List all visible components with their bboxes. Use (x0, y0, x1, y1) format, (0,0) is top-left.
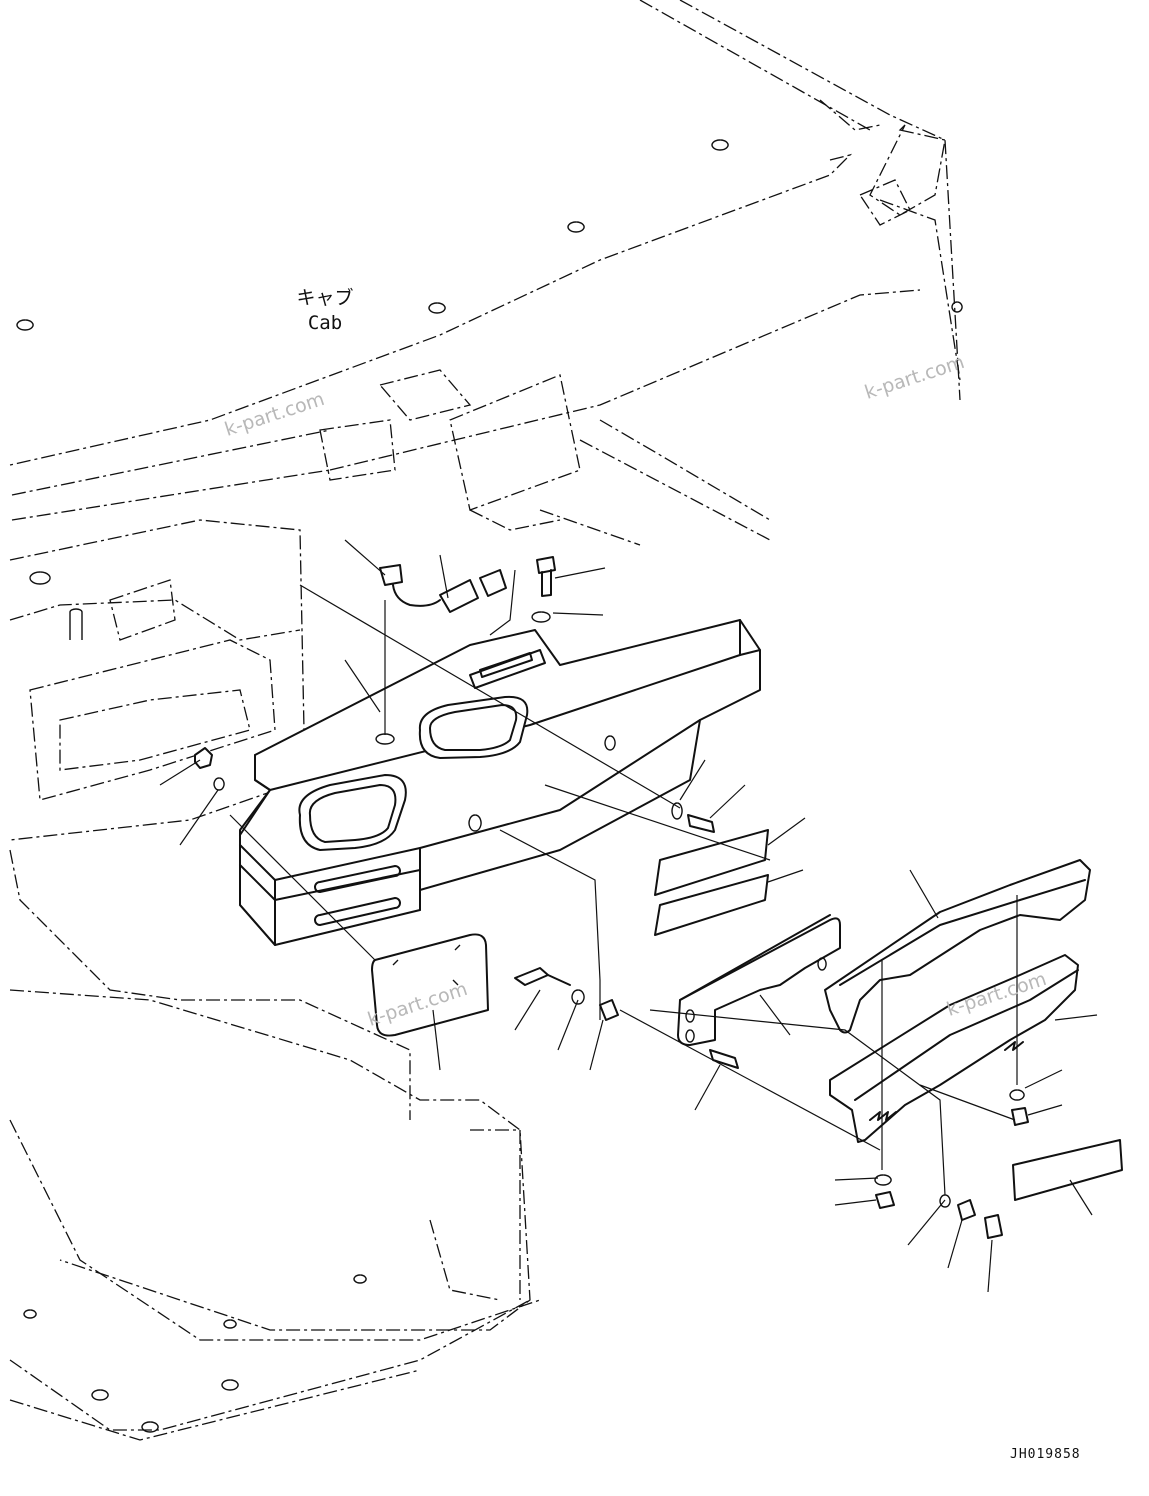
main-beam (239, 619, 761, 946)
cab-label-english: Cab (307, 312, 343, 334)
decal-pads (654, 829, 1123, 1201)
side-bolt (671, 802, 715, 833)
lower-right-cover (829, 954, 1079, 1143)
drawing-code: JH019858 (1010, 1447, 1081, 1462)
fasteners (194, 747, 1029, 1239)
upper-right-cover (824, 859, 1091, 1034)
cab-outline (9, 0, 963, 546)
lower-bracket (677, 914, 841, 1046)
bolt-top (531, 556, 556, 623)
sensor-harness (379, 564, 507, 613)
leader-lines (159, 539, 1098, 1293)
left-cover-plate (371, 933, 489, 1037)
frame-outline (9, 519, 541, 1441)
cab-label-japanese: キャブ (296, 287, 354, 309)
